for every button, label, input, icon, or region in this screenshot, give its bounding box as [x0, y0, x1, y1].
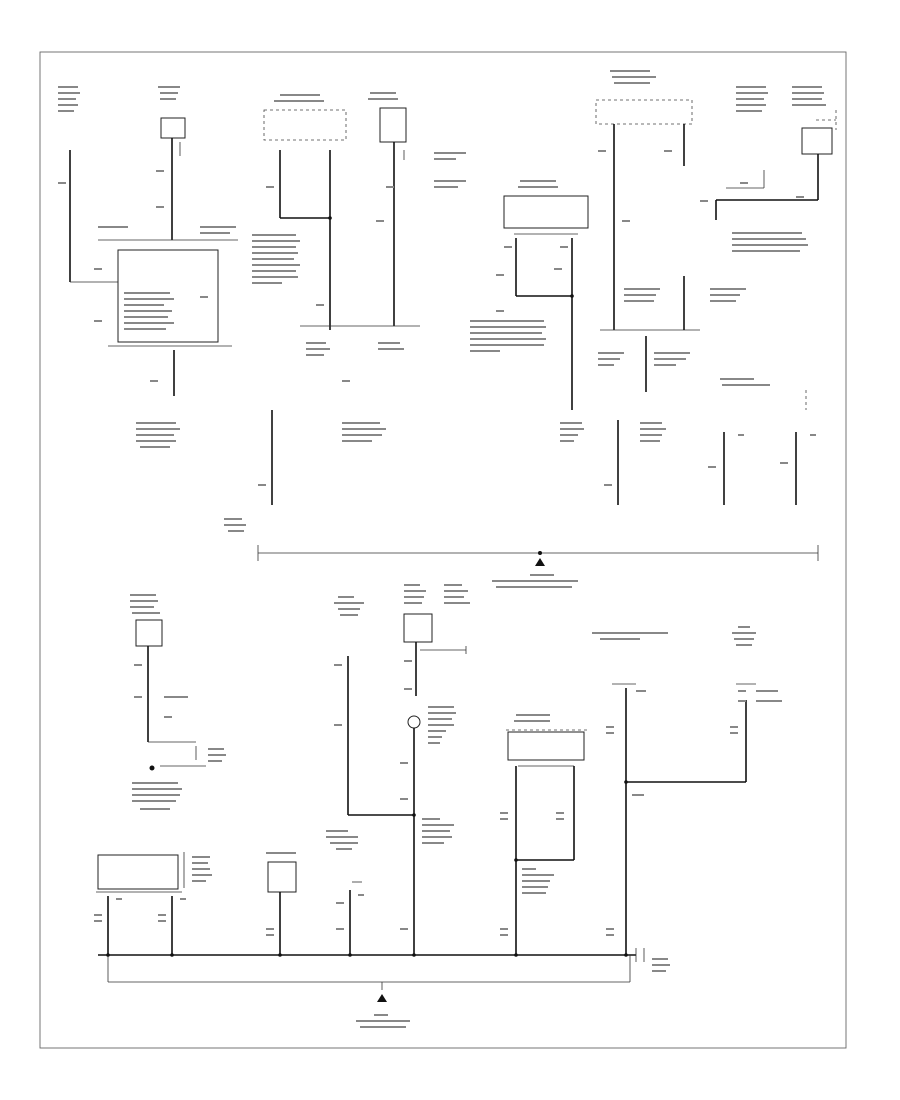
lower-module — [97, 854, 179, 890]
splice-circle — [407, 715, 421, 729]
bottom-left-cluster — [130, 594, 226, 810]
motor-component — [135, 619, 163, 647]
label-block — [58, 86, 180, 112]
control-module — [507, 731, 585, 761]
actuator-component — [403, 613, 433, 643]
relay-component — [379, 107, 407, 143]
bottom-right-cluster — [592, 626, 782, 972]
connector-component — [801, 127, 833, 155]
bottom-center-cluster — [326, 584, 590, 955]
dashed-component — [263, 109, 347, 141]
lower-sensor — [267, 861, 297, 893]
top-right-cluster — [470, 70, 837, 410]
top-left-cluster — [58, 86, 238, 448]
sensor-component — [160, 117, 186, 139]
dashed-connector — [595, 99, 693, 125]
bottom-ground-bus — [94, 852, 645, 1028]
middle-ground-bus — [257, 378, 819, 588]
module-component — [503, 195, 589, 229]
diagram-frame — [39, 51, 847, 1049]
top-center-cluster — [224, 92, 466, 532]
